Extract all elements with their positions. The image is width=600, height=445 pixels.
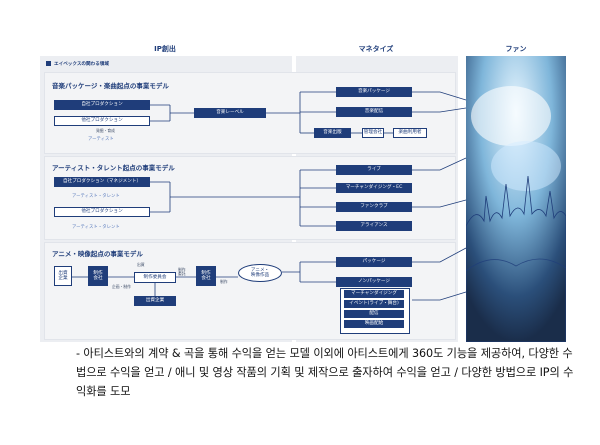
talent-section-title: アーティスト・タレント起点の事業モデル [52,164,175,172]
music-publishing-box: 音楽出版 [314,128,351,138]
anime-sub-stream: 配信 [344,310,404,318]
anime-non-package-box: ノンパッケージ [336,277,412,287]
anime-sub-merch: マーチャンダイジング [344,290,404,298]
talent-fanclub-box: ファンクラブ [336,202,412,212]
anime-producer-box: 制作 会社 [88,266,108,286]
talent-merch-box: マーチャンダイジング・EC [336,183,412,193]
talent-alliance-box: アライアンス [336,221,412,231]
talent-live-box: ライブ [336,165,412,175]
anime-invest-company-box: 出資企業 [134,296,176,306]
anime-committee-box: 制作委員会 [134,272,176,283]
legend-swatch [46,61,51,66]
anime-work-ellipse: アニメ・ 映像作品 [238,264,282,282]
anime-plan-note: 企画・制作 [112,284,131,289]
music-copyright-org: 管理会社 [362,128,384,138]
caption-text: - 아티스트와의 계약 & 곡을 통해 수익을 얻는 모델 이외에 아티스트에게… [76,347,574,398]
music-label-box: 音楽レーベル [194,108,266,118]
music-user: 楽曲利用者 [393,128,427,138]
music-package-box: 音楽パッケージ [336,87,412,97]
column-header-fan: ファン [505,45,527,53]
talent-other-production: 他社プロダクション [54,207,150,217]
talent-artist-1: アーティスト・タレント [72,194,120,199]
anime-producer-note: 制作 [220,279,228,284]
anime-sub-event: イベント(ライブ・舞台) [344,300,404,308]
talent-own-production: 自社プロダクション（マネジメント） [54,177,150,187]
column-header-ip: IP創出 [154,45,176,53]
music-distribution-box: 音楽配信 [336,107,412,117]
music-artist-label: アーティスト [88,137,114,142]
music-other-production: 他社プロダクション [54,116,150,126]
anime-sub-film: 映画配給 [344,320,404,328]
fan-concert-image [466,56,566,342]
anime-section-title: アニメ・映像起点の事業モデル [52,250,143,258]
anime-invest2-note: 制作 委託 [178,267,186,277]
anime-package-box: パッケージ [336,257,412,267]
music-section-title: 音楽パッケージ・楽曲起点の事業モデル [52,82,169,90]
talent-artist-2: アーティスト・タレント [72,225,120,230]
music-own-production: 自社プロダクション [54,100,150,110]
anime-production-box: 制作 会社 [196,266,216,286]
music-discover-note: 発掘・育成 [96,128,115,133]
legend-label: エイベックスの関わる領域 [54,62,109,67]
column-header-monetize: マネタイズ [358,45,394,53]
anime-invest-note: 出資 [137,262,145,267]
anime-investor-box: 出資 企業 [54,266,72,286]
